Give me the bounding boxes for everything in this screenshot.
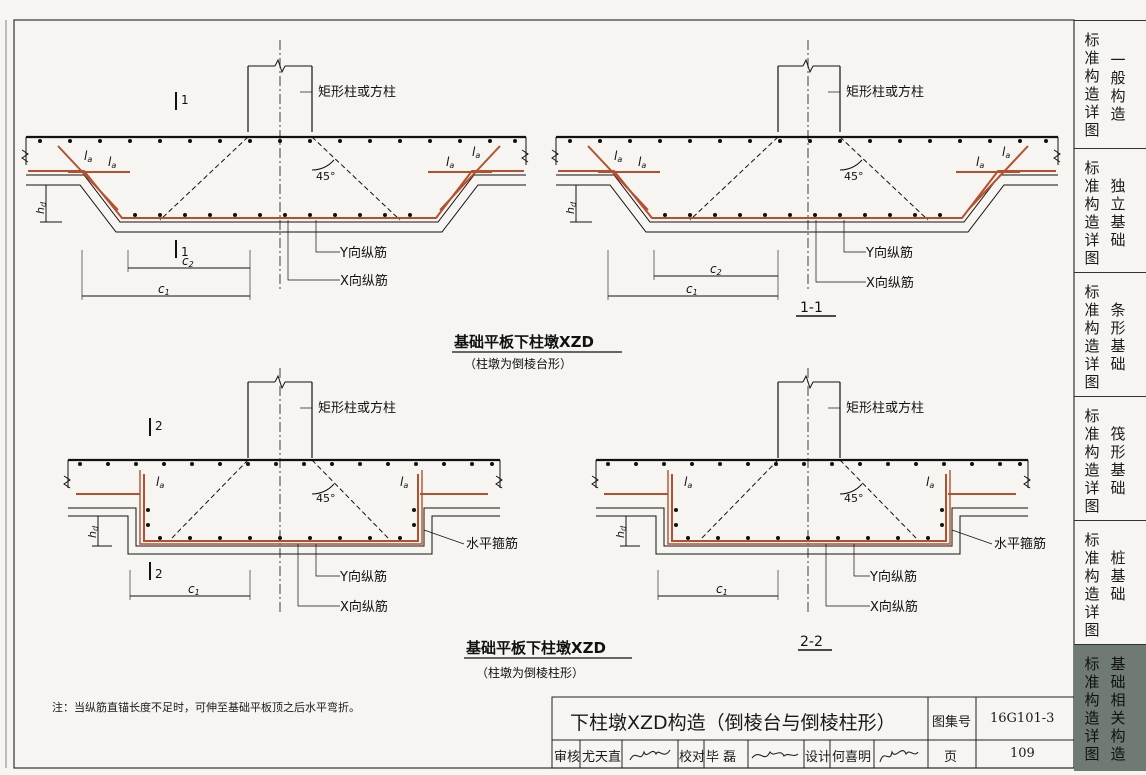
- sidebar-category: 一般构造: [1110, 51, 1126, 123]
- label-ybar-d: Y向纵筋: [869, 569, 917, 585]
- svg-text:c2: c2: [182, 254, 194, 269]
- label-ybar-c: Y向纵筋: [339, 569, 387, 585]
- detail-prism-section: [591, 368, 1031, 651]
- atlas-label: 图集号: [932, 715, 972, 730]
- svg-text:c1: c1: [158, 282, 170, 297]
- svg-text:la: la: [976, 155, 984, 170]
- svg-text:la: la: [684, 475, 692, 490]
- page-number: 109: [1010, 746, 1035, 761]
- sidebar-label: 标准构造详图: [1084, 655, 1100, 763]
- svg-text:la: la: [156, 475, 164, 490]
- review-name: 尤天直: [582, 750, 622, 765]
- svg-text:hd: hd: [34, 201, 48, 214]
- sidebar-label: 标准构造详图: [1084, 407, 1100, 515]
- drawing-title: 下柱墩XZD构造（倒棱台与倒棱柱形）: [570, 712, 896, 734]
- svg-text:la: la: [638, 155, 646, 170]
- label-xbar-c: X向纵筋: [340, 599, 388, 615]
- svg-text:hd: hd: [614, 525, 628, 538]
- sidebar-label: 标准构造详图: [1084, 31, 1100, 139]
- svg-text:la: la: [472, 145, 480, 160]
- svg-text:c1: c1: [188, 582, 200, 597]
- label-column-b: 矩形柱或方柱: [846, 84, 924, 100]
- sidebar-category: 筏形基础: [1110, 425, 1126, 497]
- cut-mark-1-top: 1: [181, 93, 189, 107]
- angle-c: 45°: [316, 492, 336, 505]
- svg-text:la: la: [1002, 145, 1010, 160]
- label-xbar-a: X向纵筋: [340, 273, 388, 289]
- title-frustum: 基础平板下柱墩XZD: [453, 333, 594, 351]
- svg-text:la: la: [926, 475, 934, 490]
- label-column-c: 矩形柱或方柱: [318, 400, 396, 416]
- detail-frustum-section: [551, 40, 1061, 317]
- sidebar-category: 独立基础: [1110, 177, 1126, 249]
- detail-frustum-plan: [21, 40, 529, 300]
- angle-d: 45°: [844, 492, 864, 505]
- design-label: 设计: [805, 750, 832, 765]
- review-label: 审核: [554, 750, 581, 765]
- subtitle-prism: （柱墩为倒棱柱形）: [476, 665, 584, 680]
- page-label: 页: [944, 750, 958, 765]
- label-stirrup-c: 水平箍筋: [466, 536, 518, 552]
- title-prism: 基础平板下柱墩XZD: [465, 639, 606, 657]
- sidebar-category: 桩基础: [1110, 549, 1126, 603]
- svg-text:la: la: [446, 155, 454, 170]
- label-column-a: 矩形柱或方柱: [318, 84, 396, 100]
- sidebar-item-strip-footing[interactable]: 标准构造详图 条形基础: [1074, 272, 1146, 396]
- svg-text:hd: hd: [564, 201, 578, 214]
- svg-text:hd: hd: [86, 525, 100, 538]
- sheet-frame: [13, 19, 1075, 769]
- svg-text:c2: c2: [710, 262, 722, 277]
- label-stirrup-d: 水平箍筋: [994, 536, 1046, 552]
- svg-text:la: la: [84, 149, 92, 164]
- section-1-1-label: 1-1: [800, 300, 823, 316]
- label-column-d: 矩形柱或方柱: [846, 400, 924, 416]
- atlas-number: 16G101-3: [990, 711, 1055, 726]
- sidebar-category: 基础相关构造: [1110, 655, 1126, 763]
- label-ybar-b: Y向纵筋: [865, 245, 913, 261]
- detail-prism-plan: [63, 368, 503, 612]
- svg-text:c1: c1: [716, 582, 728, 597]
- sidebar-item-related-construction[interactable]: 标准构造详图 基础相关构造: [1074, 644, 1146, 771]
- svg-text:c1: c1: [686, 282, 698, 297]
- angle-b: 45°: [844, 170, 864, 183]
- subtitle-frustum: （柱墩为倒棱台形）: [464, 356, 572, 371]
- sidebar-label: 标准构造详图: [1084, 531, 1100, 639]
- label-ybar-a: Y向纵筋: [339, 245, 387, 261]
- svg-text:la: la: [614, 149, 622, 164]
- check-name: 毕 磊: [706, 750, 737, 765]
- sidebar-category: 条形基础: [1110, 301, 1126, 373]
- svg-text:la: la: [400, 475, 408, 490]
- svg-text:la: la: [108, 155, 116, 170]
- section-2-2-label: 2-2: [800, 634, 823, 650]
- sidebar-item-isolated-footing[interactable]: 标准构造详图 独立基础: [1074, 148, 1146, 272]
- sidebar-item-pile-foundation[interactable]: 标准构造详图 桩基础: [1074, 520, 1146, 644]
- design-name: 何喜明: [832, 750, 872, 765]
- sidebar-label: 标准构造详图: [1084, 283, 1100, 391]
- sidebar-label: 标准构造详图: [1084, 159, 1100, 267]
- cut-mark-2-top: 2: [155, 419, 163, 433]
- cut-mark-2-bottom: 2: [155, 567, 163, 581]
- label-xbar-d: X向纵筋: [870, 599, 918, 615]
- angle-a: 45°: [316, 170, 336, 183]
- signatures: [629, 749, 919, 763]
- cut-mark-1-bottom: 1: [181, 245, 189, 259]
- sidebar-item-raft-foundation[interactable]: 标准构造详图 筏形基础: [1074, 396, 1146, 520]
- check-label: 校对: [679, 750, 706, 765]
- label-xbar-b: X向纵筋: [866, 275, 914, 291]
- sidebar-item-general[interactable]: 标准构造详图 一般构造: [1074, 20, 1146, 148]
- note-text: 注：当纵筋直锚长度不足时，可伸至基础平板顶之后水平弯折。: [52, 701, 360, 714]
